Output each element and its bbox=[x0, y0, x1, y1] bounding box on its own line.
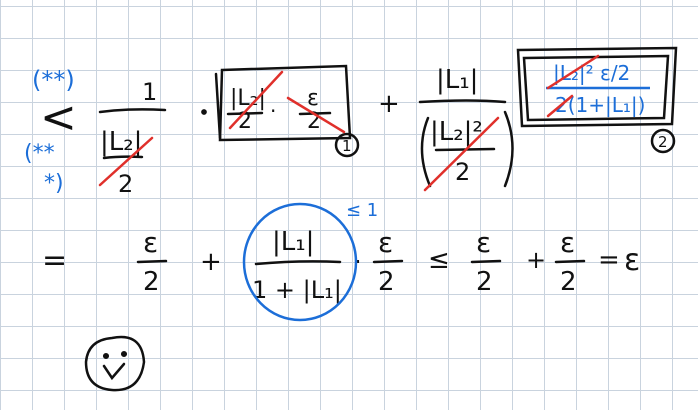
bar-eps-b bbox=[372, 259, 404, 264]
box-one-frame-left-extra bbox=[214, 72, 222, 140]
multiply-dot bbox=[201, 109, 207, 115]
two-c: 2 bbox=[476, 267, 493, 297]
bar-eps-c bbox=[470, 259, 502, 264]
double-star-split-bottom: *) bbox=[44, 171, 64, 196]
plus-b: + bbox=[526, 246, 546, 274]
epsilon-final: ε bbox=[624, 243, 640, 278]
fraction-one-denominator-two: 2 bbox=[118, 170, 133, 198]
box-one-dot: · bbox=[270, 99, 276, 123]
two-b: 2 bbox=[378, 267, 395, 297]
smiley-mouth bbox=[102, 362, 126, 381]
cancel-frac1-den bbox=[98, 136, 154, 187]
box-one-epsilon: ε bbox=[307, 86, 319, 111]
fraction-one-bar bbox=[98, 108, 167, 114]
box-two-numerator: |L₂|² ε/2 bbox=[553, 61, 630, 85]
plus-a: + bbox=[200, 247, 222, 277]
cancel-box1-eps bbox=[286, 96, 346, 134]
two-d: 2 bbox=[560, 267, 577, 297]
line-one-plus: + bbox=[378, 89, 400, 119]
paren-right bbox=[503, 110, 514, 188]
bound-note: ≤ 1 bbox=[346, 200, 378, 221]
double-star-label: (**) bbox=[32, 66, 75, 94]
fraction-two-numerator: |L₁| bbox=[436, 65, 478, 95]
smiley-left-eye bbox=[102, 352, 110, 360]
cancel-box2-den bbox=[546, 94, 574, 118]
box-one-number: 1 bbox=[342, 137, 352, 155]
epsilon-d: ε bbox=[560, 226, 575, 259]
fraction-one-numerator: 1 bbox=[142, 78, 157, 106]
dot-multiply: · bbox=[354, 248, 362, 276]
line-two-equals: = bbox=[42, 243, 67, 278]
double-star-split-top: (** bbox=[24, 141, 55, 166]
fraction-two-denominator-two: 2 bbox=[455, 158, 470, 186]
smiley-face-outline bbox=[84, 335, 146, 392]
two-a: 2 bbox=[143, 267, 160, 297]
bar-eps-a bbox=[136, 259, 168, 264]
circled-fraction-ring bbox=[242, 202, 358, 322]
box-two-denominator: 2(1+|L₁|) bbox=[555, 93, 645, 117]
star-annotations: (**) (** *) bbox=[24, 66, 75, 196]
line-one: < 1 |L₂| 2 |L₂| 2 · ε 2 + |L₁| |L₂|² 2 bbox=[40, 65, 483, 198]
box-numbers: 1 2 bbox=[342, 133, 668, 155]
cancellation-strokes bbox=[98, 54, 600, 192]
equals-end: = bbox=[598, 245, 620, 275]
fraction-one-sub-bar bbox=[102, 155, 144, 160]
cancel-box2-num bbox=[546, 54, 600, 90]
box-two-frame-inner bbox=[522, 54, 670, 122]
fraction-two-bar bbox=[418, 99, 507, 104]
smiley-icon bbox=[84, 335, 146, 392]
bar-eps-d bbox=[554, 259, 586, 264]
box-one-frame bbox=[218, 64, 352, 142]
epsilon-a: ε bbox=[143, 226, 158, 259]
cancel-box1-l2 bbox=[228, 70, 284, 130]
line-two: = ε 2 + |L₁| 1 + |L₁| · ε 2 ≤ ε 2 + ε 2 … bbox=[42, 226, 640, 304]
leq-sign: ≤ bbox=[428, 245, 450, 275]
paren-left bbox=[420, 116, 432, 188]
box-two-frame bbox=[516, 46, 678, 128]
epsilon-b: ε bbox=[378, 226, 393, 259]
smiley-right-eye bbox=[120, 350, 128, 358]
circled-numerator: |L₁| bbox=[272, 227, 314, 257]
less-than-sign: < bbox=[40, 92, 77, 143]
cancel-frac2-den bbox=[423, 116, 500, 192]
circled-denominator: 1 + |L₁| bbox=[252, 276, 342, 304]
box-one-number-circle bbox=[334, 132, 360, 158]
box-two-number-circle bbox=[650, 128, 676, 154]
line-two-bars bbox=[136, 259, 586, 266]
box-two-number: 2 bbox=[658, 133, 668, 151]
bar-circled-fraction bbox=[254, 260, 342, 266]
epsilon-c: ε bbox=[476, 226, 491, 259]
